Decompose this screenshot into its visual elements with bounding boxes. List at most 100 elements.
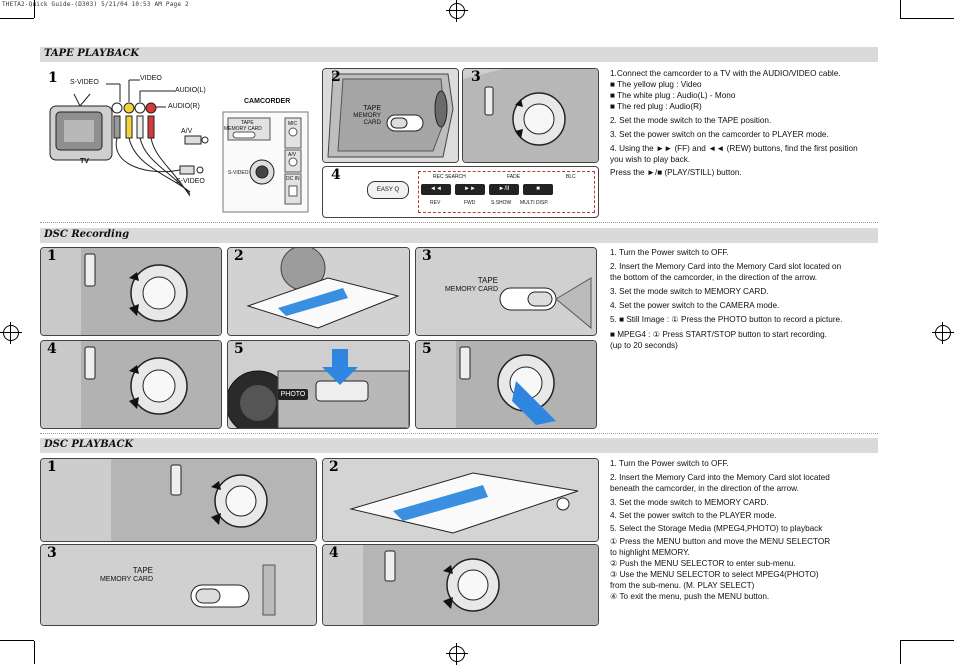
instruction-line: ■ The red plug : Audio(R) (610, 102, 702, 111)
mode-switch-labels: TAPE MEMORY CARD (337, 105, 381, 126)
card-insert-illustration (323, 459, 598, 541)
instruction-line: 4. Set the power switch to the CAMERA mo… (610, 301, 780, 310)
label-multi-disp: MULTI DISP. (520, 200, 549, 206)
instruction-line: 5. ■ Still Image : ① Press the PHOTO but… (610, 315, 843, 324)
instruction-line: beneath the camcorder, in the direction … (610, 484, 799, 493)
label-cam-tape: TAPE (241, 120, 254, 126)
panel-number: 2 (234, 248, 244, 264)
panel-number: 4 (331, 167, 341, 183)
photo-button[interactable]: PHOTO (278, 389, 308, 400)
button-group-border (418, 171, 595, 213)
start-stop-illustration (416, 341, 596, 428)
rew-button[interactable]: ◄◄ (421, 184, 451, 195)
panel-power-switch: 3 (462, 68, 599, 163)
panel-number: 3 (422, 248, 432, 264)
instruction-line: 5. Select the Storage Media (MPEG4,PHOTO… (610, 524, 823, 533)
instructions-tape-playback: 1.Connect the camcorder to a TV with the… (610, 68, 880, 178)
power-switch-illustration (41, 459, 316, 541)
mode-switch-labels: TAPE MEMORY CARD (434, 276, 498, 294)
mode-switch-illustration (416, 248, 596, 335)
photo-label: PHOTO (280, 391, 306, 398)
section-title: TAPE PLAYBACK (44, 48, 140, 59)
instruction-line: (up to 20 seconds) (610, 341, 678, 350)
play-glyph: ►/II (498, 186, 510, 192)
instruction-line: ④ To exit the menu, push the MENU button… (610, 592, 770, 601)
ff-button[interactable]: ►► (455, 184, 485, 195)
panel-rec-insert-card: 2 (227, 247, 410, 336)
crop-mark (0, 640, 34, 641)
label-fwd: FWD (464, 200, 476, 206)
label-rec-search: REC SEARCH (433, 174, 466, 180)
section-bar-dsc-recording: DSC Recording (40, 228, 878, 243)
instruction-line: 4. Using the ►► (FF) and ◄◄ (REW) button… (610, 144, 858, 153)
panel-number: 1 (47, 459, 57, 475)
instruction-line: 3. Set the mode switch to MEMORY CARD. (610, 287, 769, 296)
panel-rec-photo-button: 5 PHOTO (227, 340, 410, 429)
power-switch-illustration (41, 248, 221, 335)
label-cam-dcin: DC IN (286, 176, 300, 182)
mode-label-memory: MEMORY CARD (444, 286, 498, 293)
panel-number: 3 (47, 545, 57, 561)
power-switch-illustration (41, 341, 221, 428)
label-camcorder: CAMCORDER (244, 98, 291, 105)
section-bar-tape-playback: TAPE PLAYBACK (40, 47, 878, 62)
camcorder-illustration (323, 69, 458, 162)
instruction-line: Press the ►/■ (PLAY/STILL) button. (610, 168, 742, 177)
instruction-line: 2. Insert the Memory Card into the Memor… (610, 473, 830, 482)
card-insert-illustration (228, 248, 409, 335)
crop-mark (34, 0, 35, 18)
play-still-button[interactable]: ►/II (489, 184, 519, 195)
panel-number: 5 (422, 341, 432, 357)
instruction-line: 1.Connect the camcorder to a TV with the… (610, 69, 841, 78)
crop-mark (900, 0, 901, 18)
easy-q-label: EASY Q (376, 187, 400, 193)
instructions-dsc-recording: 1. Turn the Power switch to OFF. 2. Inse… (610, 247, 880, 351)
mode-switch-labels: TAPE MEMORY CARD (89, 566, 153, 584)
panel-number: 1 (48, 70, 58, 86)
panel-play-mode-switch: 3 TAPE MEMORY CARD (40, 544, 317, 626)
crop-mark (900, 641, 901, 664)
label-audio-r: AUDIO(R) (168, 103, 200, 110)
label-svideo-bottom: S-VIDEO (176, 178, 205, 185)
panel-playback-buttons: 4 EASY Q REC SEARCH FADE BLC ◄◄ ►► ►/II … (322, 166, 599, 218)
label-blc: BLC (566, 174, 576, 180)
stop-button[interactable]: ■ (523, 184, 553, 195)
mode-label-memory: MEMORY CARD (353, 112, 381, 126)
label-av: A/V (181, 128, 193, 135)
instruction-line: ■ MPEG4 : ① Press START/STOP button to s… (610, 330, 827, 339)
label-rev: REV (430, 200, 441, 206)
label-video: VIDEO (140, 75, 162, 82)
panel-rec-power-off: 1 (40, 247, 222, 336)
instruction-line: ■ The yellow plug : Video (610, 80, 702, 89)
panel-play-player-mode: 4 (322, 544, 599, 626)
section-title: DSC Recording (44, 229, 130, 240)
power-switch-illustration (323, 545, 598, 625)
instruction-line: to highlight MEMORY. (610, 548, 690, 557)
panel-rec-camera-mode: 4 (40, 340, 222, 429)
panel-play-insert-card: 2 (322, 458, 599, 542)
label-audio-l: AUDIO(L) (175, 87, 206, 94)
panel-number: 2 (329, 459, 339, 475)
instruction-line: ■ The white plug : Audio(L) - Mono (610, 91, 736, 100)
instructions-dsc-playback: 1. Turn the Power switch to OFF. 2. Inse… (610, 458, 880, 602)
connection-drawing (49, 79, 309, 213)
label-cam-av: A/V (288, 152, 297, 158)
power-switch-illustration (463, 69, 598, 162)
rew-glyph: ◄◄ (430, 186, 442, 192)
mode-label-tape: TAPE (477, 276, 498, 285)
instruction-line: 3. Set the mode switch to MEMORY CARD. (610, 498, 769, 507)
label-tv: TV (80, 158, 89, 165)
stop-glyph: ■ (536, 186, 540, 192)
easy-q-button[interactable]: EASY Q (367, 181, 409, 199)
panel-number: 1 (47, 248, 57, 264)
section-divider (40, 222, 878, 223)
instruction-line: 3. Set the power switch on the camcorder… (610, 130, 829, 139)
mode-label-memory: MEMORY CARD (99, 576, 153, 583)
photo-button-illustration (228, 341, 409, 428)
section-divider (40, 433, 878, 434)
instruction-line: 4. Set the power switch to the PLAYER mo… (610, 511, 777, 520)
label-cam-svideo: S-VIDEO (228, 170, 249, 176)
instruction-line: 2. Set the mode switch to the TAPE posit… (610, 116, 772, 125)
instruction-line: 1. Turn the Power switch to OFF. (610, 248, 729, 257)
panel-rec-mode-switch: 3 TAPE MEMORY CARD (415, 247, 597, 336)
